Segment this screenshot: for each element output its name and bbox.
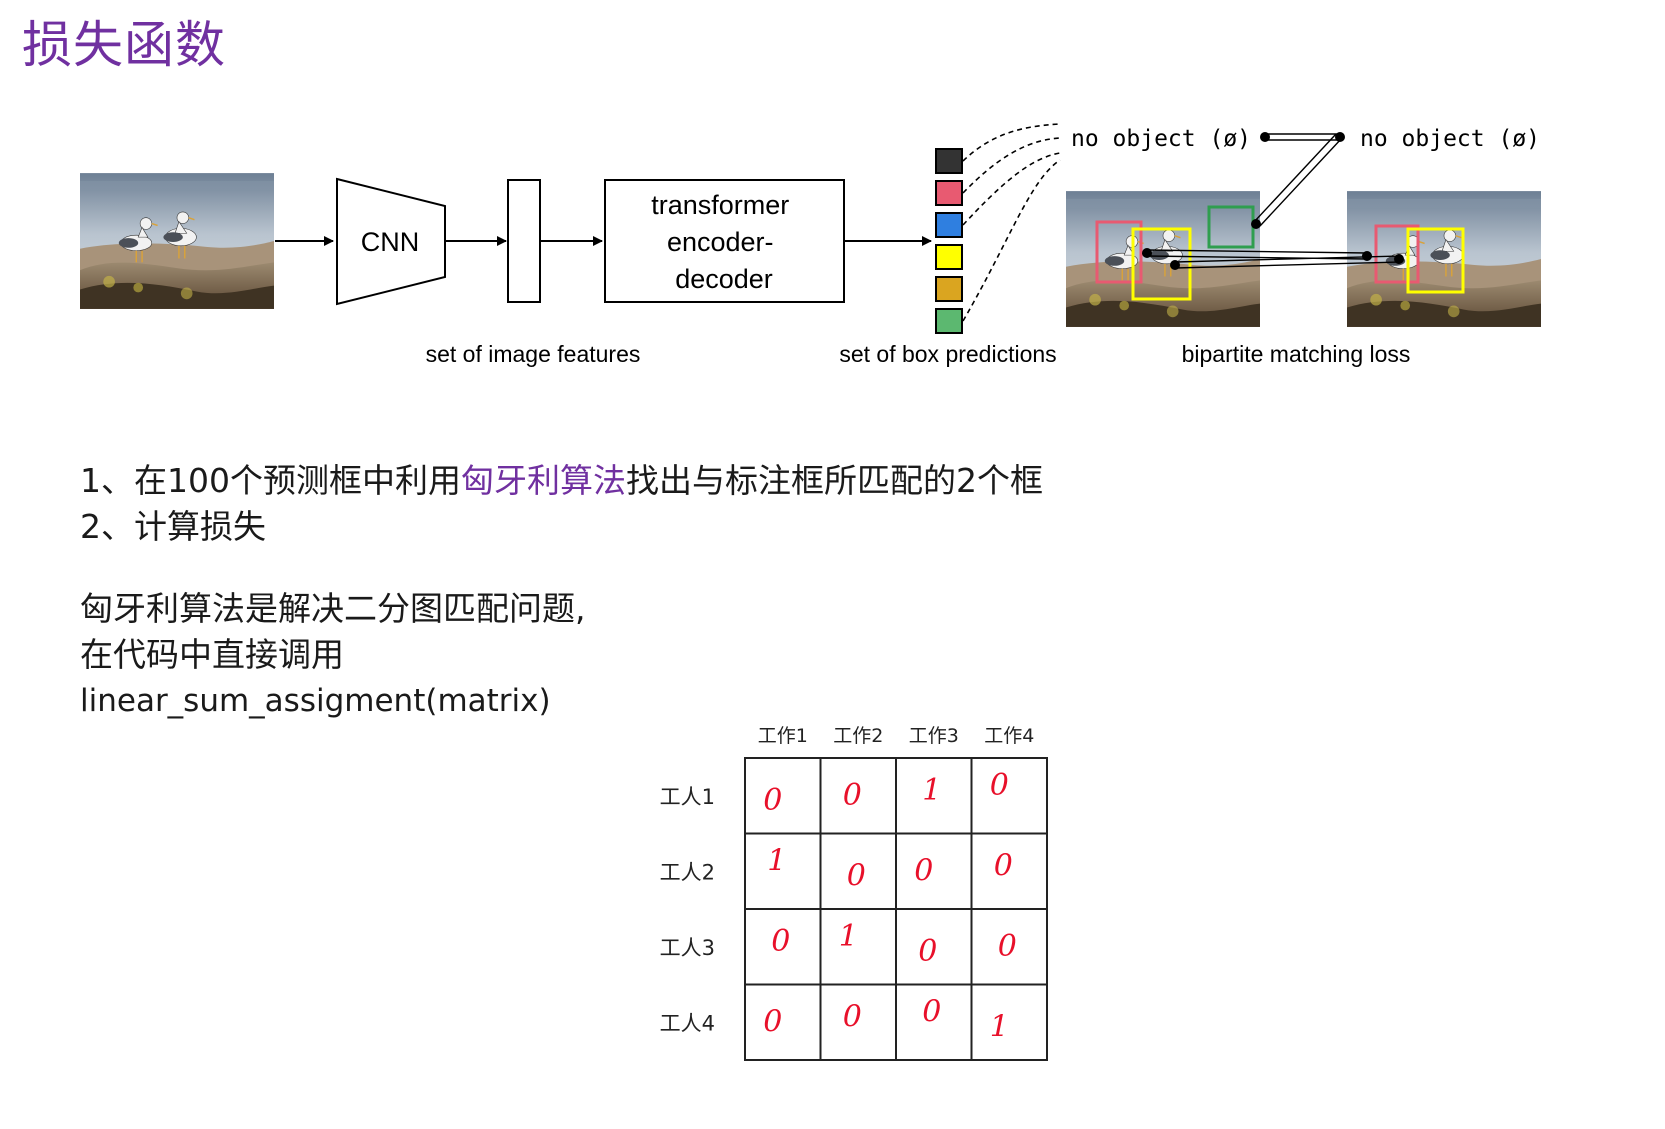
- matrix-cell-value: 1: [922, 773, 941, 808]
- highlight-hungarian: 匈牙利算法: [461, 461, 626, 500]
- pred-box-pink: [1095, 220, 1143, 284]
- page-title: 损失函数: [22, 16, 226, 74]
- box-predictions-stack: [935, 148, 963, 334]
- matrix-cell-value: 1: [839, 919, 858, 954]
- transformer-block: [604, 179, 845, 303]
- matrix-cell-value: 0: [763, 1004, 782, 1039]
- matrix-row-header: 工人4: [660, 1011, 715, 1035]
- note-line-3: linear_sum_assigment(matrix): [80, 683, 551, 719]
- step-2: 2、计算损失: [80, 507, 266, 546]
- prediction-square-3: [935, 212, 963, 238]
- matrix-col-header: 工作2: [833, 725, 883, 747]
- caption-image-features: set of image features: [426, 341, 641, 367]
- matrix-cell-value: 0: [918, 934, 937, 969]
- step-1: 1、在100个预测框中利用匈牙利算法找出与标注框所匹配的2个框: [80, 461, 1043, 500]
- matching-lines: [1146, 133, 1400, 269]
- hungarian-note: 匈牙利算法是解决二分图匹配问题, 在代码中直接调用 linear_sum_ass…: [80, 586, 586, 724]
- prediction-square-4: [935, 244, 963, 270]
- matrix-cell-value: 0: [847, 858, 866, 893]
- matrix-row-header: 工人3: [660, 936, 715, 960]
- matrix-cell-value: 0: [763, 783, 782, 818]
- matrix-cell-value: 1: [990, 1009, 1009, 1044]
- image-features-block: [507, 179, 541, 303]
- transformer-label: transformer encoder- decoder: [651, 190, 797, 294]
- matrix-col-header: 工作3: [909, 725, 959, 747]
- cnn-block: [336, 177, 446, 306]
- caption-bipartite-loss: bipartite matching loss: [1182, 341, 1411, 367]
- detr-pipeline-diagram: CNN transformer encoder- decoder no obje…: [80, 123, 1541, 367]
- matrix-cell-value: 0: [994, 848, 1013, 883]
- prediction-square-2: [935, 180, 963, 206]
- matrix-cell-value: 1: [767, 843, 786, 878]
- matrix-cell-value: 0: [771, 924, 790, 959]
- gt-box-pink: [1374, 224, 1420, 284]
- step-list: 1、在100个预测框中利用匈牙利算法找出与标注框所匹配的2个框 2、计算损失: [80, 458, 1043, 550]
- matrix-col-header: 工作4: [984, 725, 1034, 747]
- cnn-label: CNN: [361, 227, 420, 257]
- caption-box-predictions: set of box predictions: [839, 341, 1056, 367]
- matrix-row-header: 工人2: [660, 860, 715, 884]
- no-object-left-label: no object (ø): [1071, 126, 1251, 152]
- note-line-1: 匈牙利算法是解决二分图匹配问题,: [80, 589, 586, 628]
- prediction-square-5: [935, 276, 963, 302]
- pred-box-yellow: [1131, 227, 1192, 301]
- dashed-connections: [962, 123, 1061, 322]
- matrix-cell-value: 0: [843, 999, 862, 1034]
- matching-dots: [1142, 132, 1404, 270]
- gt-box-yellow: [1406, 227, 1465, 294]
- matrix-cell-value: 0: [914, 853, 933, 888]
- prediction-square-1: [935, 148, 963, 174]
- matrix-cell-value: 0: [998, 929, 1017, 964]
- matrix-row-header: 工人1: [660, 785, 715, 809]
- matrix-cell-value: 0: [843, 778, 862, 813]
- note-line-2: 在代码中直接调用: [80, 635, 344, 674]
- prediction-square-6: [935, 308, 963, 334]
- matrix-cell-value: 0: [922, 994, 941, 1029]
- matrix-cell-value: 0: [990, 768, 1009, 803]
- no-object-right-label: no object (ø): [1360, 126, 1540, 152]
- matrix-col-header: 工作1: [758, 725, 808, 747]
